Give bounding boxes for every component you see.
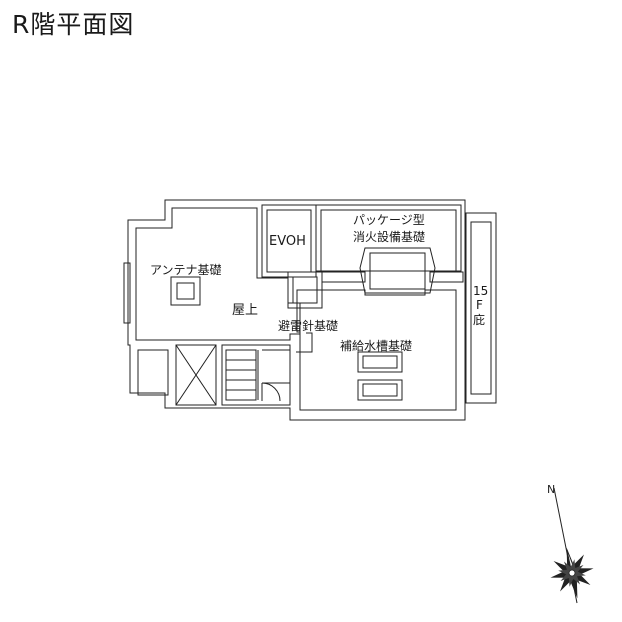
compass-icon — [550, 487, 594, 604]
lightning-rod-foundation — [296, 332, 313, 353]
eave-number-label: 15 — [473, 284, 488, 298]
package-foundation — [359, 247, 436, 294]
antenna-label: アンテナ基礎 — [150, 263, 222, 277]
eave-kanji-label: 庇 — [473, 312, 485, 327]
eave-f-label: F — [476, 298, 483, 312]
lightning-label: 避雷針基礎 — [278, 318, 338, 333]
evoh-label: EVOH — [269, 234, 306, 249]
north-label: N — [547, 483, 555, 496]
antenna-foundation — [170, 276, 201, 306]
page-title: R階平面図 — [12, 10, 135, 39]
stair-area — [137, 344, 291, 406]
rooftop-label: 屋上 — [232, 303, 258, 318]
water-tank-label: 補給水槽基礎 — [340, 339, 412, 353]
water-tank-foundation-upper — [357, 351, 403, 373]
duct-passage — [287, 271, 464, 309]
water-tank-foundation-lower — [357, 379, 403, 401]
package-room — [315, 204, 462, 272]
package-label-line2: 消火設備基礎 — [353, 229, 425, 244]
package-label-line1: パッケージ型 — [353, 213, 425, 227]
eave-15f — [465, 212, 497, 404]
